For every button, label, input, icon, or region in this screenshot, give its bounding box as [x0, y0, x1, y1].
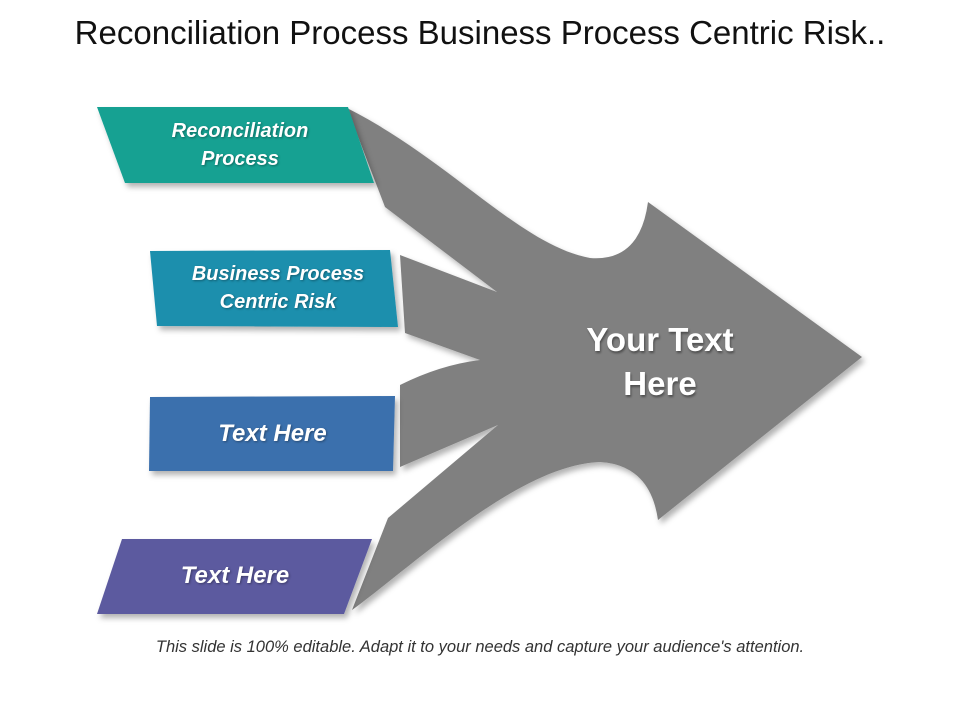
box-business-process-centric-risk	[150, 250, 398, 327]
label-line: Centric Risk	[219, 291, 337, 313]
arrow-label-line: Your Text	[586, 321, 734, 358]
label-line: Business Process	[191, 263, 365, 285]
label-text-here-2: Text Here	[180, 562, 290, 589]
label-text-here-1: Text Here	[218, 420, 327, 447]
label-line: Process	[201, 148, 279, 170]
slide-title: Reconciliation Process Business Process …	[74, 14, 886, 51]
label-line: Reconciliation	[171, 120, 309, 142]
label-reconciliation-process: Reconciliation Process	[120, 117, 360, 173]
box-text-here-1	[149, 396, 395, 471]
converging-arrow	[347, 108, 862, 610]
label-business-process: Business Process Centric Risk	[158, 260, 398, 316]
footer-note: This slide is 100% editable. Adapt it to…	[155, 638, 805, 656]
arrow-label: Your Text Here	[555, 318, 765, 406]
box-text-here-2	[97, 539, 372, 614]
arrow-label-line: Here	[623, 365, 697, 402]
box-reconciliation-process	[97, 107, 374, 183]
